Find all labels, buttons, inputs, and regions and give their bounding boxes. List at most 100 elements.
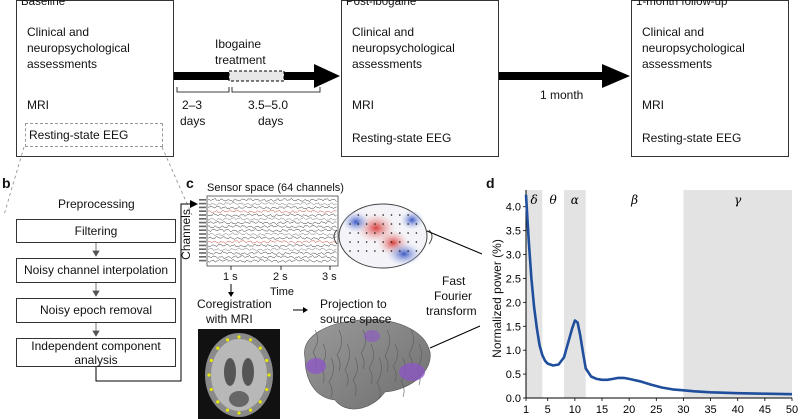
x-tick-label: 25: [650, 404, 662, 416]
eeg-trace: [207, 239, 337, 245]
electrode-dot: [399, 232, 401, 234]
sensor-title: Sensor space (64 channels): [207, 182, 344, 194]
spectrum-line: [524, 194, 793, 396]
channel-label-mark: [199, 202, 206, 205]
gyrus-line: [368, 343, 374, 385]
step-ica-label-1: Independent component: [31, 339, 161, 353]
projection-label-1: Projection to: [320, 297, 387, 311]
x-tick-label: 30: [677, 404, 689, 416]
step-noisy-channel: Noisy channel interpolation: [16, 258, 176, 283]
electrode-dot: [365, 250, 368, 252]
interval-label-2b: days: [258, 114, 284, 128]
mri-electrode: [237, 335, 241, 339]
y-tick-label: 3.5: [506, 226, 521, 238]
channel-label-mark: [199, 199, 206, 201]
fft-label-2: Fourier: [434, 289, 473, 303]
electrode-dot: [365, 232, 368, 234]
interval-label-1: 2–3: [182, 98, 203, 112]
y-tick-label: 0.0: [506, 393, 521, 405]
y-tick-label: 3.0: [506, 250, 521, 262]
baseline-item-eeg: Resting-state EEG: [29, 128, 129, 142]
electrode-dot: [399, 214, 401, 216]
baseline-title: Baseline: [21, 0, 66, 8]
x-tick-label: 20: [623, 404, 635, 416]
time-tick-label-3: 3 s: [322, 271, 337, 283]
y-tick-label: 0.5: [506, 369, 521, 381]
arrow-head-2: [602, 64, 630, 88]
electrode-dot: [390, 214, 393, 216]
mri-electrode: [225, 408, 230, 412]
eeg-trace: [207, 243, 337, 248]
mri-electrode: [265, 387, 269, 392]
eeg-trace: [207, 197, 337, 203]
mri-electrode: [265, 358, 269, 363]
electrode-dot: [357, 241, 360, 243]
followup-item-1: Clinical and: [642, 25, 705, 39]
channel-label-mark: [199, 248, 206, 250]
electrode-dot: [374, 214, 376, 216]
electrode-dot: [374, 241, 376, 243]
baseline-eeg-highlight: [25, 123, 163, 147]
mri-electrode: [225, 338, 230, 342]
channel-label-mark: [199, 225, 206, 228]
projection-label-2: source space: [320, 312, 392, 326]
panel-b-letter: b: [2, 175, 11, 191]
electrode-dot: [357, 214, 360, 216]
electrode-dot: [407, 232, 409, 234]
step-filtering-label: Filtering: [74, 224, 118, 238]
post-item-3: assessments: [352, 57, 423, 71]
electrode-dot: [374, 223, 376, 225]
post-ibogaine-title: Post-ibogaine: [346, 0, 417, 8]
band-label: δ: [531, 193, 538, 207]
y-tick-label: 1.5: [506, 321, 521, 333]
mri-electrode: [207, 373, 211, 377]
channel-label-mark: [199, 221, 206, 224]
eeg-trace: [207, 209, 337, 214]
electrode-dot: [382, 214, 385, 216]
y-tick-label: 4.0: [506, 202, 521, 214]
mri-electrode: [267, 373, 271, 377]
eeg-trace: [207, 250, 337, 256]
eeg-trace: [207, 235, 337, 241]
treatment-label-2: treatment: [215, 53, 266, 67]
post-item-1: Clinical and: [352, 25, 415, 39]
electrode-dot: [374, 232, 376, 234]
followup-item-3: assessments: [642, 57, 713, 71]
fft-label-3: transform: [426, 304, 477, 318]
frequency-band-shade: [564, 190, 586, 398]
eeg-trace: [207, 254, 337, 260]
followup-item-mri: MRI: [642, 98, 664, 112]
mri-electrode: [248, 408, 253, 412]
eeg-trace: [207, 216, 337, 222]
eeg-trace: [207, 247, 337, 252]
mri-electrode: [216, 400, 220, 404]
projection-arrowhead: [303, 307, 308, 313]
x-tick-label: 50: [786, 404, 798, 416]
gyrus-line: [344, 343, 350, 387]
fft-label-1: Fast: [442, 274, 466, 288]
electrode-dot: [357, 223, 360, 225]
electrode-dot: [382, 223, 385, 225]
channel-label-mark: [199, 233, 206, 235]
ica-to-sensor-arrowhead: [190, 200, 198, 208]
time-tick-label-1: 1 s: [223, 271, 238, 283]
channel-label-mark: [199, 240, 206, 243]
electrode-dot: [357, 232, 360, 234]
post-item-mri: MRI: [352, 98, 374, 112]
band-label: β: [630, 193, 638, 207]
treatment-segment: [228, 70, 285, 82]
y-tick-label: 2.0: [506, 297, 521, 309]
electrode-dot: [349, 232, 351, 234]
band-label: α: [571, 193, 579, 207]
step-ica-label-2: analysis: [74, 353, 118, 367]
cortex-surface: [304, 319, 431, 410]
baseline-box: Baseline Clinical and neuropsychological…: [16, 0, 174, 157]
post-item-eeg: Resting-state EEG: [352, 131, 452, 145]
electrode-dot: [382, 241, 385, 243]
electrode-dot: [349, 241, 351, 243]
mri-electrode: [248, 338, 253, 342]
electrode-dot: [399, 241, 401, 243]
interval-bracket-1: [176, 87, 230, 93]
time-tick-label-2: 2 s: [273, 271, 288, 283]
